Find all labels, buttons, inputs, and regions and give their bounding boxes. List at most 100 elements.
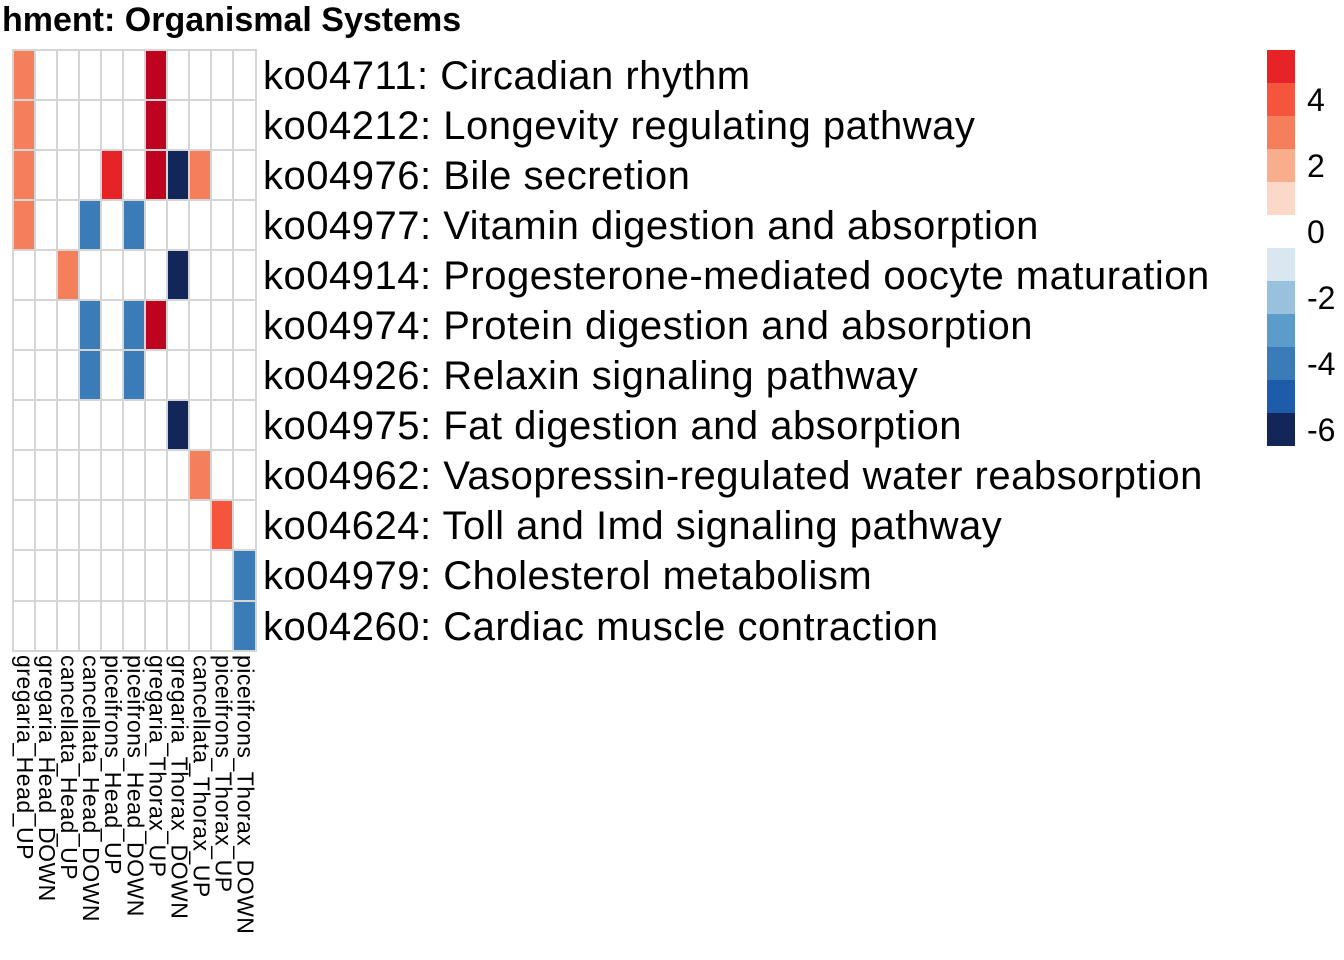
heatmap-cell: [146, 251, 167, 300]
heatmap-cell: [36, 401, 57, 450]
sample-label: gregaria_Thorax_DOWN: [166, 655, 193, 934]
heatmap-cell: [80, 301, 101, 350]
legend-row: 4: [1267, 83, 1335, 116]
heatmap-cell: [36, 301, 57, 350]
heatmap-cell: [102, 401, 123, 450]
heatmap-cell: [146, 201, 167, 250]
heatmap-cell: [168, 251, 189, 300]
heatmap-cell: [36, 451, 57, 500]
heatmap-cell: [14, 501, 35, 550]
heatmap-cell: [80, 251, 101, 300]
heatmap-grid: [12, 49, 257, 652]
heatmap-cell: [234, 101, 255, 150]
pathway-label: ko04260: Cardiac muscle contraction: [263, 604, 939, 649]
heatmap-cell: [234, 401, 255, 450]
heatmap-cell: [190, 101, 211, 150]
heatmap-cell: [124, 551, 145, 600]
legend-row: 2: [1267, 149, 1335, 182]
sample-label-text: gregaria_Thorax_DOWN: [166, 655, 193, 920]
heatmap-cell: [124, 451, 145, 500]
legend-swatch: [1267, 116, 1295, 149]
sample-label-text: cancellata_Thorax_UP: [188, 655, 215, 898]
heatmap-cell: [146, 501, 167, 550]
heatmap-cell: [58, 251, 79, 300]
heatmap-cell: [212, 301, 233, 350]
pathway-label: ko04926: Relaxin signaling pathway: [263, 354, 919, 399]
pathway-label: ko04212: Longevity regulating pathway: [263, 104, 976, 149]
heatmap-cell: [58, 201, 79, 250]
heatmap-cell: [36, 601, 57, 650]
sample-label-text: cancellata_Head_DOWN: [78, 655, 105, 922]
legend-row: -4: [1267, 347, 1335, 380]
pathway-label: ko04914: Progesterone-mediated oocyte ma…: [263, 254, 1210, 299]
heatmap-cell: [146, 51, 167, 100]
heatmap-cell: [80, 601, 101, 650]
heatmap-cell: [58, 501, 79, 550]
heatmap-cell: [212, 151, 233, 200]
heatmap-cell: [36, 551, 57, 600]
heatmap-cell: [212, 451, 233, 500]
heatmap-cell: [124, 401, 145, 450]
heatmap-cell: [14, 51, 35, 100]
heatmap-cell: [58, 301, 79, 350]
heatmap-cell: [212, 551, 233, 600]
heatmap-cell: [58, 51, 79, 100]
heatmap-cell: [234, 351, 255, 400]
heatmap-cell: [168, 201, 189, 250]
sample-label-text: gregaria_Head_DOWN: [34, 655, 61, 902]
legend-tick-label: 0: [1307, 213, 1325, 250]
legend-row: [1267, 50, 1335, 83]
heatmap-cell: [212, 51, 233, 100]
heatmap-cell: [234, 51, 255, 100]
heatmap-cell: [102, 351, 123, 400]
heatmap-cell: [124, 151, 145, 200]
pathway-label: ko04974: Protein digestion and absorptio…: [263, 304, 1033, 349]
heatmap-cell: [168, 451, 189, 500]
heatmap-cell: [168, 51, 189, 100]
legend-row: -6: [1267, 413, 1335, 446]
sample-label-text: piceifrons_Thorax_DOWN: [232, 655, 259, 935]
heatmap-cell: [234, 501, 255, 550]
heatmap-cell: [14, 101, 35, 150]
sample-label: cancellata_Head_DOWN: [78, 655, 105, 934]
sample-label-text: gregaria_Head_UP: [12, 655, 39, 860]
heatmap-cell: [36, 201, 57, 250]
heatmap-cell: [124, 101, 145, 150]
heatmap-cell: [14, 351, 35, 400]
sample-label: gregaria_Head_UP: [12, 655, 39, 934]
heatmap-cell: [124, 301, 145, 350]
pathway-label: ko04976: Bile secretion: [263, 154, 691, 199]
heatmap-cell: [234, 301, 255, 350]
legend-swatch: [1267, 215, 1295, 248]
heatmap-cell: [14, 551, 35, 600]
heatmap-cell: [146, 601, 167, 650]
legend-swatch: [1267, 413, 1295, 446]
heatmap-cell: [80, 401, 101, 450]
legend-swatch: [1267, 380, 1295, 413]
legend-swatch: [1267, 281, 1295, 314]
sample-label-text: piceifrons_Head_UP: [100, 655, 127, 875]
heatmap-cell: [190, 201, 211, 250]
legend-tick-label: -4: [1307, 345, 1336, 382]
heatmap-cell: [36, 151, 57, 200]
legend-row: [1267, 182, 1335, 215]
legend-swatch: [1267, 149, 1295, 182]
heatmap-cell: [234, 551, 255, 600]
heatmap-cell: [190, 51, 211, 100]
heatmap-cell: [212, 201, 233, 250]
heatmap-cell: [146, 301, 167, 350]
heatmap-cell: [14, 601, 35, 650]
heatmap-cell: [36, 51, 57, 100]
heatmap-cell: [102, 551, 123, 600]
legend-swatch: [1267, 50, 1295, 83]
legend-row: 0: [1267, 215, 1335, 248]
heatmap-cell: [234, 451, 255, 500]
heatmap-cell: [14, 151, 35, 200]
heatmap-cell: [102, 151, 123, 200]
heatmap-cell: [102, 51, 123, 100]
heatmap-cell: [190, 151, 211, 200]
sample-label-text: cancellata_Head_UP: [56, 655, 83, 881]
